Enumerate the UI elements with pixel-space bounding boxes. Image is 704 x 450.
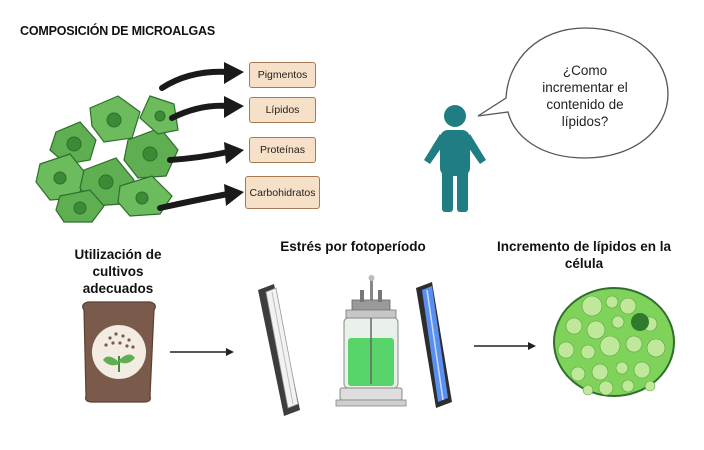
page-title: COMPOSICIÓN DE MICROALGAS [20, 24, 216, 38]
component-box: Carbohidratos [245, 176, 320, 209]
component-box: Pigmentos [249, 62, 316, 88]
question-text: ¿Como incrementar el contenido de lípido… [542, 63, 628, 129]
component-box: Proteínas [249, 137, 316, 163]
step-3-caption: Incremento de lípidos en la célula [496, 239, 672, 271]
component-box: Lípidos [249, 97, 316, 123]
step-2-caption: Estrés por fotoperíodo [280, 239, 426, 254]
step-1-caption: Utilización de cultivos adecuados [74, 247, 162, 296]
